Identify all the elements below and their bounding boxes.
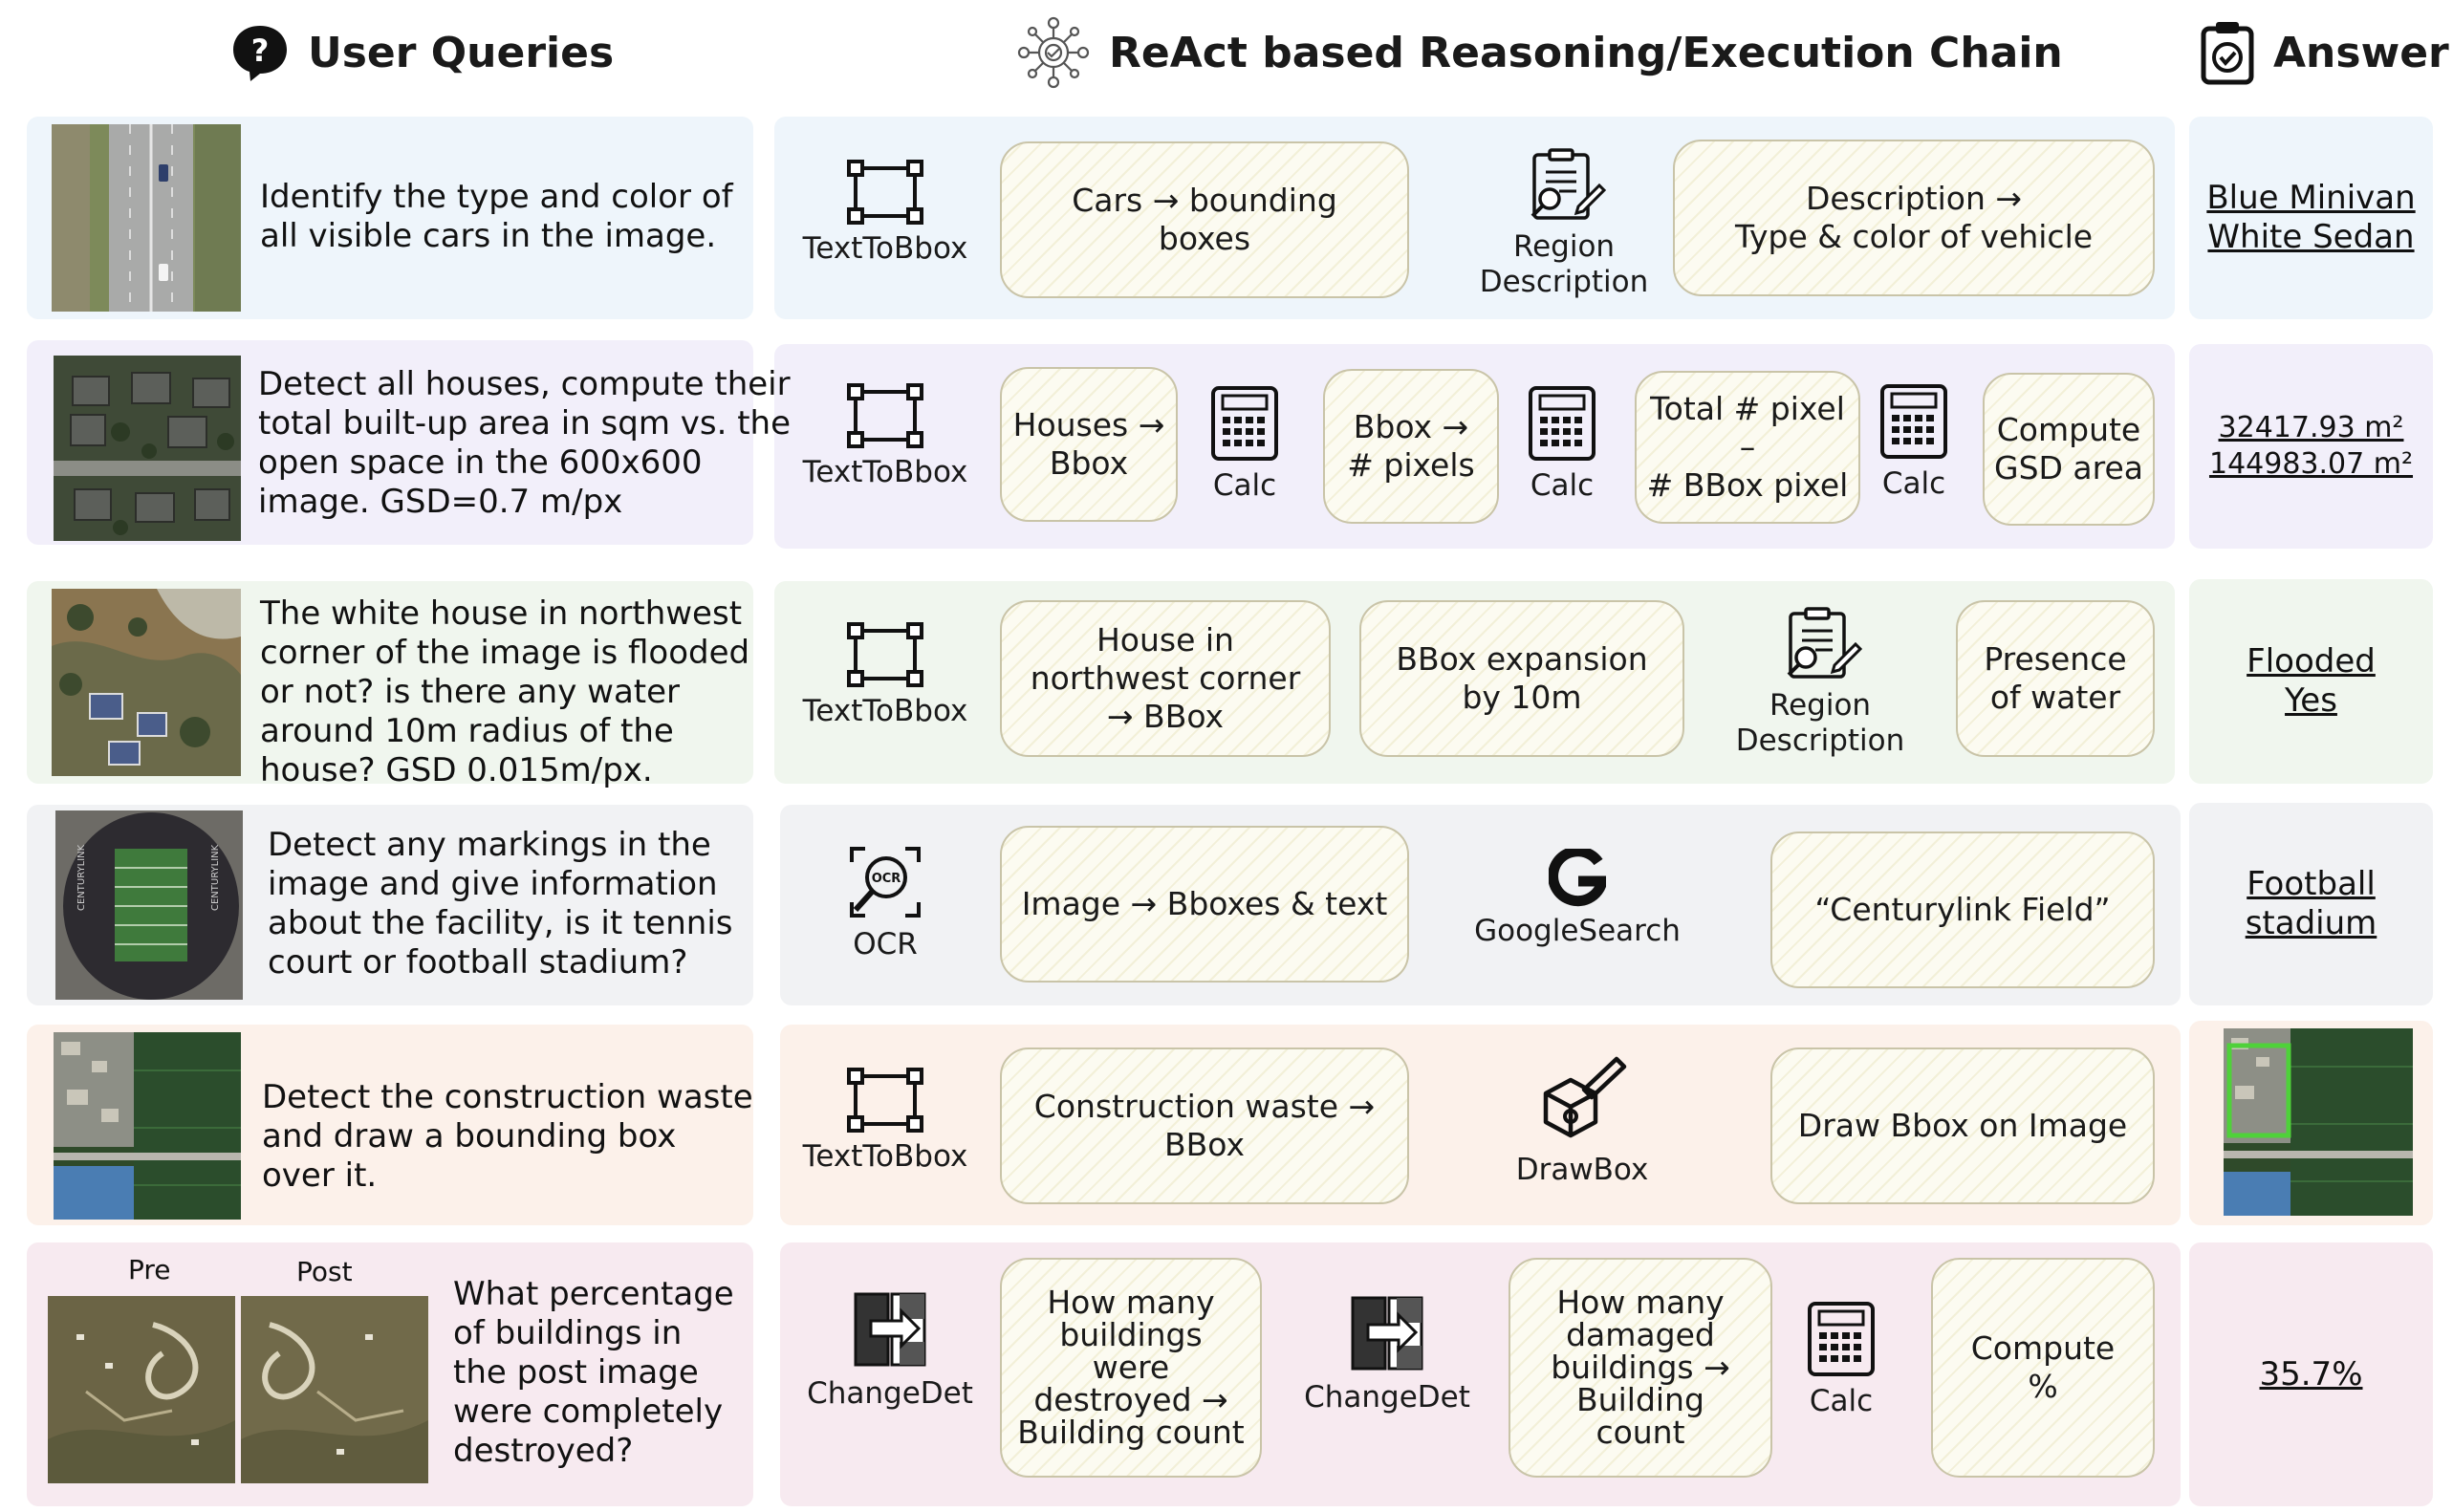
tool-change-detection: ChangeDet bbox=[799, 1290, 981, 1412]
question-bubble-icon: ? bbox=[233, 26, 287, 81]
change-detection-icon bbox=[1351, 1296, 1423, 1371]
houses-thumbnail bbox=[54, 356, 241, 541]
tool-ocr: OCR OCR bbox=[818, 843, 952, 962]
tool-drawbox: DrawBox bbox=[1491, 1051, 1673, 1188]
step-box: “Centurylink Field” bbox=[1770, 832, 2155, 988]
step-box: Image → Bboxes & text bbox=[1000, 826, 1409, 983]
construction-thumbnail bbox=[54, 1032, 241, 1220]
tool-region-description: Region Description bbox=[1725, 606, 1916, 759]
row2-answer-panel bbox=[2189, 344, 2433, 549]
tool-texttobbox: TextToBbox bbox=[799, 621, 971, 729]
flood-thumbnail bbox=[52, 589, 241, 776]
post-label: Post bbox=[296, 1256, 353, 1287]
clipboard-check-icon bbox=[2201, 22, 2254, 85]
step-box: Houses →Bbox bbox=[1000, 367, 1178, 522]
bbox-icon bbox=[847, 622, 923, 687]
google-icon bbox=[1549, 849, 1606, 907]
tool-google-search: GoogleSearch bbox=[1463, 849, 1692, 949]
header-answer-label: Answer bbox=[2273, 28, 2449, 77]
step-box: Compute% bbox=[1931, 1258, 2155, 1478]
tool-calc: Calc bbox=[1864, 382, 1964, 502]
calculator-icon bbox=[1211, 386, 1278, 461]
header-answer: Answer bbox=[2199, 10, 2449, 96]
header-queries-label: User Queries bbox=[308, 28, 615, 77]
post-image-thumbnail bbox=[241, 1296, 428, 1483]
pre-image-thumbnail bbox=[48, 1296, 235, 1483]
svg-text:CENTURYLINK: CENTURYLINK bbox=[210, 844, 221, 911]
svg-text:OCR: OCR bbox=[872, 872, 901, 886]
drawbox-icon bbox=[1543, 1056, 1627, 1138]
svg-text:?: ? bbox=[251, 32, 270, 69]
stadium-thumbnail: CENTURYLINK CENTURYLINK bbox=[55, 810, 243, 1000]
tool-texttobbox: TextToBbox bbox=[799, 1067, 971, 1175]
svg-text:CENTURYLINK: CENTURYLINK bbox=[76, 844, 87, 911]
region-description-icon bbox=[1530, 148, 1607, 220]
row6-answer-panel bbox=[2189, 1242, 2433, 1506]
gear-network-icon bbox=[1017, 16, 1090, 89]
answer-row6: 35.7% bbox=[2259, 1354, 2363, 1393]
header-chain: ReAct based Reasoning/Execution Chain bbox=[1015, 10, 2063, 96]
header-chain-label: ReAct based Reasoning/Execution Chain bbox=[1109, 28, 2063, 77]
calculator-icon bbox=[1529, 386, 1596, 461]
step-box: Draw Bbox on Image bbox=[1770, 1048, 2155, 1204]
answer-construction-image bbox=[2224, 1028, 2413, 1216]
bbox-icon bbox=[847, 160, 923, 225]
pre-label: Pre bbox=[128, 1254, 171, 1285]
tool-calc: Calc bbox=[1512, 384, 1612, 504]
tool-texttobbox: TextToBbox bbox=[799, 382, 971, 490]
bbox-icon bbox=[847, 1068, 923, 1133]
tool-calc: Calc bbox=[1791, 1300, 1891, 1419]
tool-region-description: Region Description bbox=[1468, 147, 1660, 300]
header-user-queries: ? User Queries bbox=[229, 10, 614, 96]
row3-answer-panel bbox=[2189, 579, 2433, 784]
highway-thumbnail bbox=[52, 124, 241, 312]
tool-texttobbox: TextToBbox bbox=[799, 159, 971, 267]
calculator-icon bbox=[1880, 384, 1947, 459]
step-box: Construction waste →BBox bbox=[1000, 1048, 1409, 1204]
step-box: Total # pixel –# BBox pixel bbox=[1635, 371, 1860, 524]
tool-calc: Calc bbox=[1195, 384, 1294, 504]
tool-change-detection: ChangeDet bbox=[1296, 1294, 1478, 1415]
step-box: Bbox →# pixels bbox=[1323, 369, 1499, 524]
calculator-icon bbox=[1808, 1302, 1875, 1376]
row4-answer-panel bbox=[2189, 803, 2433, 1005]
step-box: Description →Type & color of vehicle bbox=[1673, 140, 2155, 296]
change-detection-icon bbox=[854, 1292, 926, 1367]
region-description-icon bbox=[1787, 607, 1863, 679]
bbox-icon bbox=[847, 383, 923, 448]
ocr-icon: OCR bbox=[850, 847, 921, 918]
row1-answer-panel bbox=[2189, 117, 2433, 319]
